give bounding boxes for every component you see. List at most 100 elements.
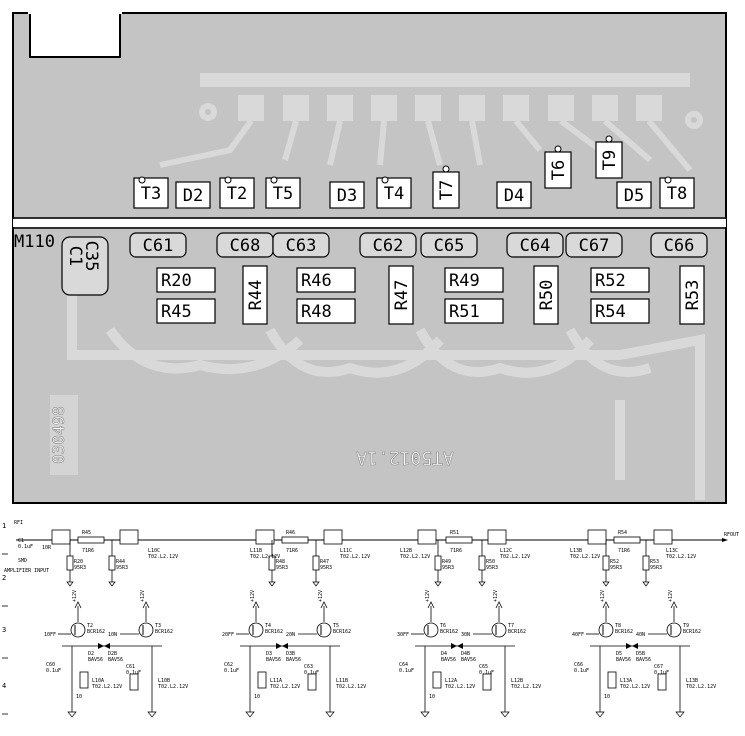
diode-label: D3: [266, 651, 272, 657]
board-mirror-text: AT5012.1A: [356, 447, 454, 468]
diode-label: D4: [441, 651, 447, 657]
shunt-res-label: R53: [650, 559, 659, 565]
supply-label: +12V: [600, 590, 606, 602]
ground-symbol: [675, 711, 685, 718]
coil-symbol: [307, 673, 317, 691]
coil-label: L11C: [340, 548, 352, 554]
shunt-resistor: [66, 555, 74, 571]
supply-label: +12V: [140, 590, 146, 602]
pcb-part-d3: [329, 181, 365, 209]
node-label: 20N: [286, 632, 295, 638]
diode-symbol: [626, 643, 638, 649]
shunt-res-val: 95R3: [442, 565, 454, 571]
transistor-label: T5: [333, 623, 339, 629]
transistor-symbol: [598, 622, 614, 638]
supply-label: +12V: [425, 590, 431, 602]
supply-label: +12V: [318, 590, 324, 602]
node-label: 30N: [461, 632, 470, 638]
coil-label: L11B: [336, 678, 348, 684]
pcb-part-t5: [265, 177, 301, 209]
pcb-res-label-r47: R47: [392, 280, 412, 311]
rf-switch: [323, 529, 343, 545]
cap-val: 0.1uF: [224, 668, 239, 674]
pcb-cap-c61: [129, 232, 187, 258]
cap-label: C62: [224, 662, 233, 668]
ctrl-label: 40FF: [572, 632, 584, 638]
connector-traces: [159, 103, 703, 172]
diode-label: D5: [616, 651, 622, 657]
diode-label: D3B: [286, 651, 295, 657]
connector-pads: [238, 95, 662, 121]
pcb-label-d3: D3: [337, 186, 357, 206]
coil-spec: T02.L2.12V: [666, 554, 696, 560]
diode-label: D2: [88, 651, 94, 657]
coil-label: L13A: [620, 678, 632, 684]
pcb-cap-label-c62: C62: [373, 236, 404, 256]
pcb-label-t5: T5: [273, 184, 293, 204]
diode-symbol: [98, 643, 110, 649]
ground-symbol: [420, 711, 430, 718]
coil-spec: T02.L2.12V: [686, 684, 716, 690]
pcb-label-t4: T4: [384, 184, 404, 204]
coil-spec: T02.L2.12V: [511, 684, 541, 690]
row-number: 2: [2, 574, 6, 582]
transistor-type: BCR162: [87, 629, 105, 635]
series-resistor: [77, 536, 105, 544]
rf-switch: [417, 529, 437, 545]
series-res-val: 71R6: [82, 548, 94, 554]
pcb-res-label-r52: R52: [595, 271, 626, 291]
board-name: M110: [14, 232, 55, 252]
cap-label: C63: [304, 664, 313, 670]
shunt-res-label: R49: [442, 559, 451, 565]
cap-val: 0.1uF: [46, 668, 61, 674]
series-res-label: R54: [618, 530, 627, 536]
gnd-label: 10: [76, 694, 82, 700]
pcb-part-t8: [659, 177, 695, 209]
coil-label: L12B: [400, 548, 412, 554]
coil-spec: T02.L2.12V: [148, 554, 178, 560]
pcb-res-r47: [388, 265, 414, 325]
diode-type: BAV56: [441, 657, 456, 663]
diode-type: BAV56: [286, 657, 301, 663]
series-res-label: R45: [82, 530, 91, 536]
pcb-res-r54: [590, 298, 650, 324]
diode-type: BAV56: [266, 657, 281, 663]
input-label: AMPLIFIER INPUT: [4, 568, 49, 574]
pcb-part-t4: [376, 177, 412, 209]
shunt-resistor: [478, 555, 486, 571]
pcb-label-d4: D4: [504, 186, 524, 206]
coil-spec: T02.L2.12V: [250, 554, 280, 560]
transistor-symbol: [248, 622, 264, 638]
coil-label: L13B: [570, 548, 582, 554]
pcb-label-t8: T8: [667, 184, 687, 204]
series-resistor: [445, 536, 473, 544]
output-label: RFOUT: [724, 532, 739, 538]
pcb-cap-c67: [565, 232, 623, 258]
pcb-res-label-r44: R44: [246, 280, 266, 311]
coil-symbol: [482, 673, 492, 691]
ctrl-label: 30FF: [397, 632, 409, 638]
pcb-res-r51: [444, 298, 504, 324]
coil-spec: T02.L2.12V: [500, 554, 530, 560]
cap-val: 0.1uF: [654, 670, 669, 676]
transistor-type: BCR162: [508, 629, 526, 635]
in-port-label: RFI: [14, 520, 23, 526]
pcb-label-d2: D2: [183, 186, 203, 206]
pcb-cap-label-c61: C61: [143, 236, 174, 256]
diode-label: D4B: [461, 651, 470, 657]
coil-label: L12C: [500, 548, 512, 554]
pcb-cap-label-c68: C68: [230, 236, 261, 256]
transistor-symbol: [70, 622, 86, 638]
pcb-cap-c63: [272, 232, 330, 258]
pcb-res-r45: [156, 298, 216, 324]
cap-val: 0.1uF: [126, 670, 141, 676]
series-res-label: R46: [286, 530, 295, 536]
bottom-traces: [67, 295, 705, 500]
transistor-type: BCR162: [265, 629, 283, 635]
transistor-label: T8: [615, 623, 621, 629]
row-number: 1: [2, 522, 6, 530]
